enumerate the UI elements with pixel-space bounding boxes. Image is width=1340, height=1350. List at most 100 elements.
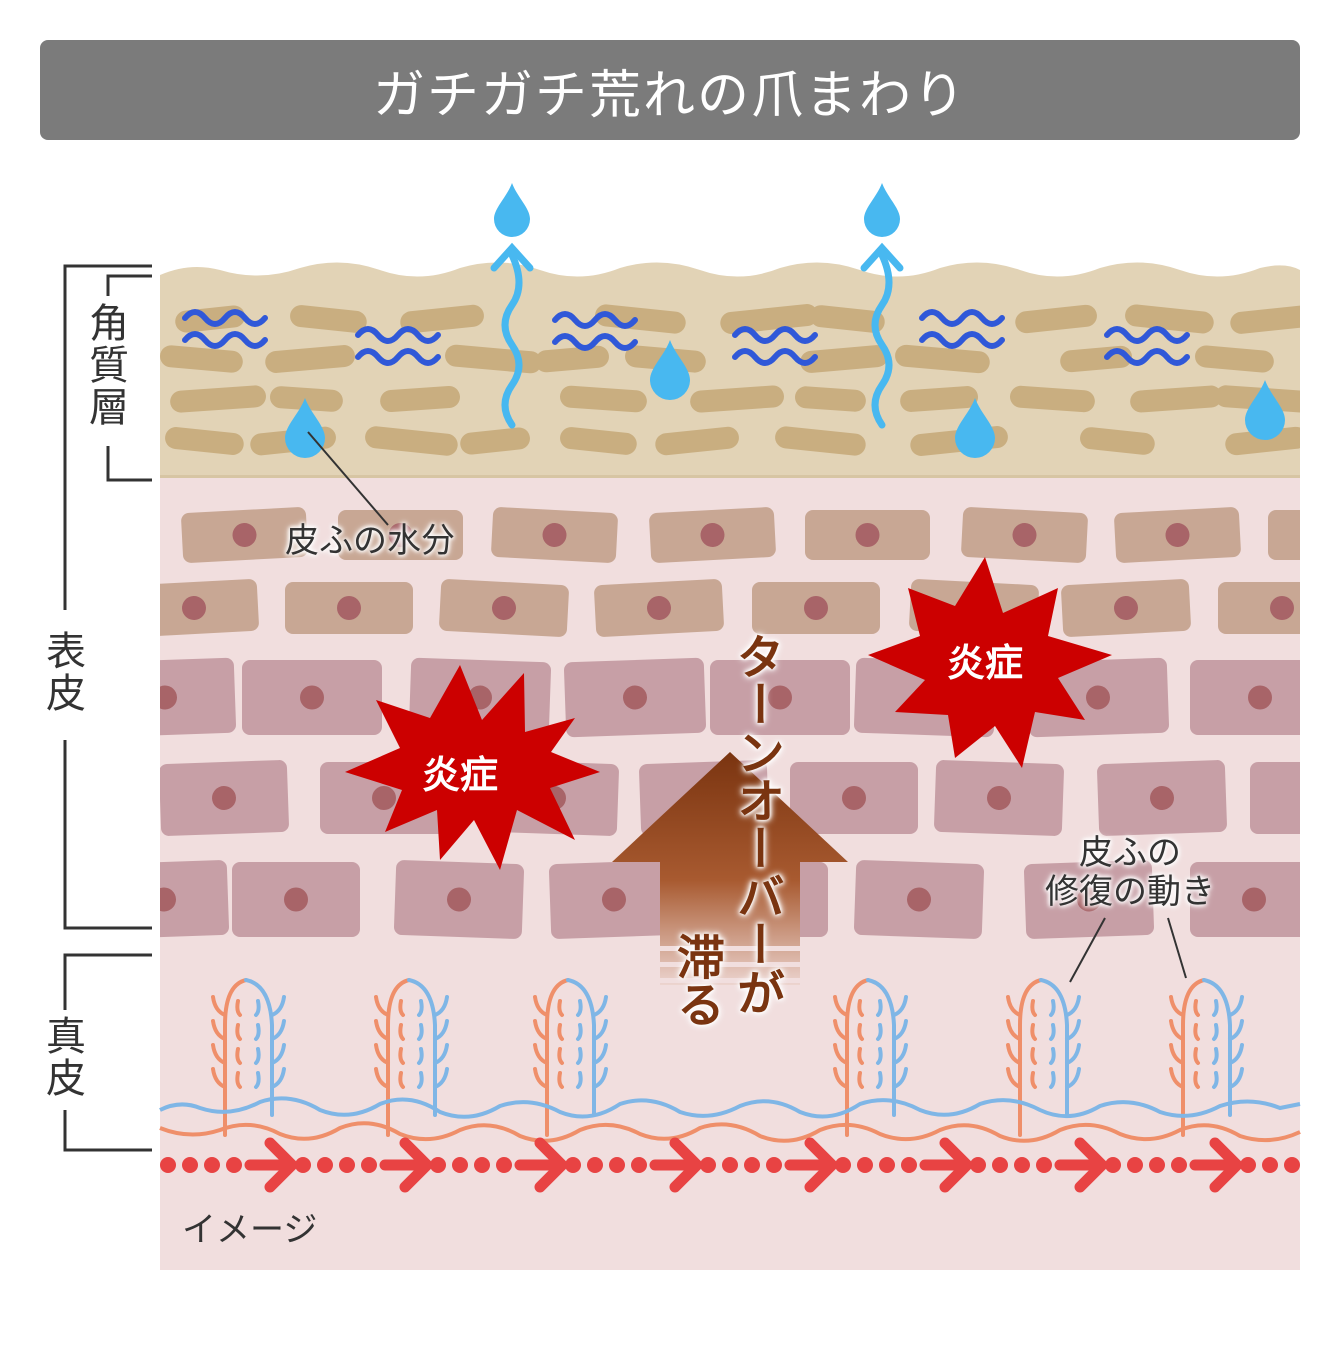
flow-dot <box>1306 1157 1322 1173</box>
image-note: イメージ <box>182 1210 318 1250</box>
epidermis-cell <box>394 860 524 939</box>
corneum-cell <box>400 304 484 334</box>
vein-branch <box>1228 1067 1244 1089</box>
moisture-wave <box>919 309 1005 327</box>
moisture-wave <box>732 326 818 344</box>
artery-branch <box>211 995 227 1017</box>
vein-branch <box>592 1043 608 1065</box>
page-title: ガチガチ荒れの爪まわり <box>372 65 967 126</box>
artery-branch <box>398 1071 405 1089</box>
cell-body <box>1250 762 1300 834</box>
corneum-cell <box>160 345 243 373</box>
artery-branch <box>235 1071 242 1089</box>
epidermis-cell <box>564 657 706 738</box>
artery-loop <box>386 978 411 1137</box>
flow-dot <box>339 1157 355 1173</box>
vein-branch <box>417 1071 424 1089</box>
vein-branch <box>433 1019 449 1041</box>
vein-vessel <box>159 1096 1301 1119</box>
vein-branch <box>876 1071 883 1089</box>
corneum-cell <box>560 427 637 455</box>
artery-branch <box>398 999 405 1017</box>
epidermis-cell <box>242 660 382 735</box>
artery-branch <box>1193 1023 1200 1041</box>
cell-nucleus <box>700 523 725 547</box>
cell-nucleus <box>372 786 396 810</box>
corneum-cell <box>900 386 979 412</box>
inflammation-label: 炎症 <box>421 753 498 797</box>
moisture-wave <box>182 309 268 327</box>
cell-nucleus <box>842 786 866 810</box>
vein-branch <box>254 999 261 1017</box>
artery-branch <box>1169 1019 1185 1041</box>
epidermis-cell <box>805 510 930 560</box>
cell-nucleus <box>1248 685 1272 710</box>
artery-loop <box>1181 978 1206 1137</box>
flow-dot <box>970 1157 986 1173</box>
artery-branch <box>211 1019 227 1041</box>
vein-branch <box>433 1067 449 1089</box>
corneum-cell <box>1125 304 1214 334</box>
evaporation-arrow-head <box>860 242 904 272</box>
flow-dot <box>901 1157 917 1173</box>
vein-loop <box>244 978 274 1117</box>
flow-dot <box>1240 1157 1256 1173</box>
flow-dot <box>700 1157 716 1173</box>
vein-branch <box>433 995 449 1017</box>
vein-branch <box>1049 1047 1056 1065</box>
corneum-cell <box>1230 304 1300 334</box>
epidermis-cell <box>549 860 679 939</box>
vein-branch <box>576 999 583 1017</box>
epidermis-cell <box>1027 657 1169 738</box>
corneum-cell <box>1015 304 1097 334</box>
artery-branch <box>211 1043 227 1065</box>
flow-dot <box>1284 1157 1300 1173</box>
flow-dot <box>1149 1157 1165 1173</box>
artery-branch <box>1193 1071 1200 1089</box>
water-drops <box>285 183 1285 458</box>
corneum-cell <box>775 426 866 456</box>
water-drop-icon <box>955 398 995 458</box>
skin-moisture-label: 皮ふの水分 <box>285 521 455 561</box>
inflammation-burst <box>868 557 1112 768</box>
water-drop-icon <box>285 398 325 458</box>
corneum-cell <box>810 305 885 333</box>
epidermis-cells <box>160 507 1340 939</box>
epidermis-cell <box>752 582 880 634</box>
artery-branch <box>374 1043 390 1065</box>
artery-branch <box>557 1047 564 1065</box>
flow-arrow-icon <box>244 1137 298 1193</box>
flow-dot <box>160 1157 176 1173</box>
artery-branch <box>1030 1023 1037 1041</box>
flow-dot <box>766 1157 782 1173</box>
flow-dot <box>452 1157 468 1173</box>
artery-branch <box>857 999 864 1017</box>
vein-branch <box>433 1043 449 1065</box>
skin-repair-label: 皮ふの 修復の動き <box>1030 833 1230 912</box>
flow-dot <box>565 1157 581 1173</box>
artery-branch <box>1169 1043 1185 1065</box>
artery-branch <box>833 1043 849 1065</box>
artery-branch <box>1006 995 1022 1017</box>
flow-dot <box>204 1157 220 1173</box>
inflammation-burst <box>345 665 600 870</box>
flow-dot <box>1262 1157 1278 1173</box>
vein-loop <box>407 978 437 1117</box>
cell-nucleus <box>1319 523 1340 547</box>
artery-branch <box>1193 1047 1200 1065</box>
moisture-wave <box>552 311 638 329</box>
moisture-wave <box>732 348 818 366</box>
evaporation-arrows <box>490 242 904 429</box>
cell-nucleus <box>492 596 516 620</box>
vein-branch <box>1049 1071 1056 1089</box>
artery-branch <box>833 995 849 1017</box>
vein-branch <box>876 1047 883 1065</box>
artery-branch <box>1030 999 1037 1017</box>
cell-nucleus <box>1150 786 1174 810</box>
moisture-waves <box>182 309 1190 366</box>
flow-dot <box>361 1157 377 1173</box>
flow-arrow-icon <box>649 1137 703 1193</box>
artery-branch <box>1030 1071 1037 1089</box>
cell-nucleus <box>1114 596 1138 620</box>
artery-branch <box>557 1071 564 1089</box>
